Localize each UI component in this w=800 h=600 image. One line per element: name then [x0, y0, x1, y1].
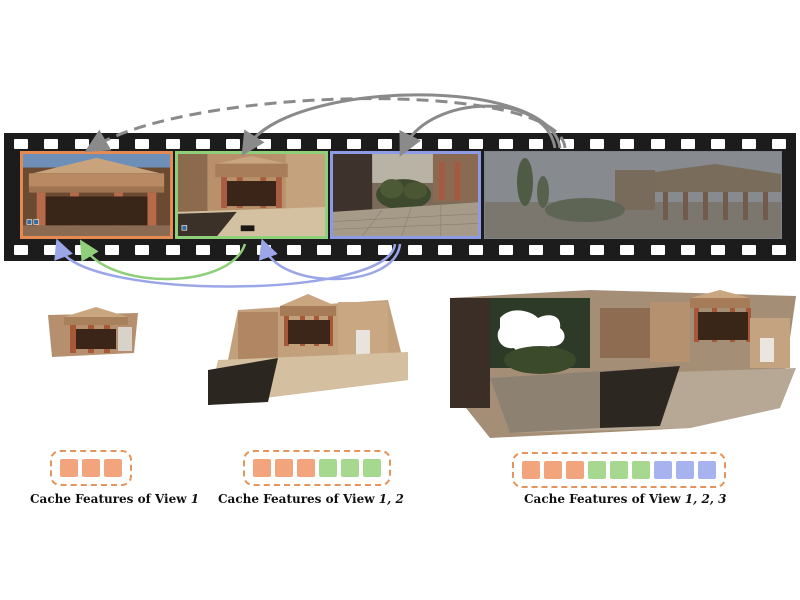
- view-3-image: [333, 154, 478, 236]
- caption-view-1: Cache Features of View 1: [30, 492, 230, 506]
- film-hole: [347, 139, 362, 149]
- film-hole: [468, 139, 483, 149]
- orange-feature-token: [544, 461, 562, 479]
- film-hole: [165, 139, 180, 149]
- orange-feature-token: [82, 459, 100, 477]
- film-hole: [135, 139, 150, 149]
- film-hole: [226, 245, 241, 255]
- film-hole: [408, 139, 423, 149]
- film-hole: [256, 139, 271, 149]
- caption-view-numbers: 1, 2, 3: [684, 492, 727, 506]
- film-hole: [620, 245, 635, 255]
- green-feature-token: [632, 461, 650, 479]
- film-hole: [104, 139, 119, 149]
- caption-view-number: 1: [190, 492, 200, 506]
- film-hole: [589, 245, 604, 255]
- film-hole: [438, 139, 453, 149]
- film-hole: [741, 139, 756, 149]
- green-feature-token: [588, 461, 606, 479]
- green-feature-token: [363, 459, 381, 477]
- view-1-frame: [20, 151, 173, 239]
- film-hole: [286, 139, 301, 149]
- film-hole: [44, 245, 59, 255]
- orange-feature-token: [297, 459, 315, 477]
- film-hole: [408, 245, 423, 255]
- blue-feature-token: [676, 461, 694, 479]
- film-hole: [650, 245, 665, 255]
- orange-feature-token: [275, 459, 293, 477]
- orange-feature-token: [253, 459, 271, 477]
- reconstruction-view-1-2-3: [450, 288, 796, 438]
- point-cloud-2: [208, 294, 408, 405]
- cache-features-view-1-2: [243, 450, 391, 486]
- film-hole: [165, 245, 180, 255]
- film-hole: [317, 139, 332, 149]
- film-hole: [104, 245, 119, 255]
- caption-view-numbers: 1, 2: [378, 492, 404, 506]
- caption-view-1-2: Cache Features of View 1, 2: [218, 492, 428, 506]
- view-1-image: [23, 154, 170, 236]
- film-hole: [468, 245, 483, 255]
- caption-prefix: Cache Features of View: [218, 492, 379, 506]
- film-hole: [438, 245, 453, 255]
- cache-features-view-1: [50, 450, 132, 486]
- film-hole: [14, 139, 28, 149]
- film-hole: [256, 245, 271, 255]
- film-hole: [650, 139, 665, 149]
- reconstruction-view-1-2: [208, 290, 418, 408]
- reconstruction-view-1: [38, 305, 148, 365]
- orange-feature-token: [566, 461, 584, 479]
- film-hole: [680, 245, 695, 255]
- film-hole: [226, 139, 241, 149]
- film-hole: [529, 139, 544, 149]
- film-hole: [195, 245, 210, 255]
- green-feature-token: [341, 459, 359, 477]
- green-feature-token: [319, 459, 337, 477]
- film-hole: [711, 139, 726, 149]
- film-perforations-top: [14, 139, 786, 149]
- caption-prefix: Cache Features of View: [30, 492, 191, 506]
- film-hole: [529, 245, 544, 255]
- film-hole: [499, 139, 513, 149]
- film-hole: [74, 245, 89, 255]
- film-hole: [317, 245, 332, 255]
- film-hole: [14, 245, 28, 255]
- blue-feature-token: [698, 461, 716, 479]
- film-hole: [377, 139, 392, 149]
- film-hole: [74, 139, 89, 149]
- caption-prefix: Cache Features of View: [524, 492, 685, 506]
- green-feature-token: [610, 461, 628, 479]
- cache-features-view-1-2-3: [512, 452, 726, 488]
- orange-feature-token: [104, 459, 122, 477]
- film-hole: [711, 245, 726, 255]
- blue-feature-token: [654, 461, 672, 479]
- film-hole: [135, 245, 150, 255]
- film-hole: [44, 139, 59, 149]
- film-hole: [499, 245, 513, 255]
- film-hole: [559, 139, 574, 149]
- orange-feature-token: [60, 459, 78, 477]
- view-4-image: [485, 152, 781, 238]
- view-4-frame: [484, 151, 782, 239]
- view-2-image: [178, 154, 325, 236]
- film-hole: [741, 245, 756, 255]
- film-hole: [559, 245, 574, 255]
- film-hole: [195, 139, 210, 149]
- film-hole: [589, 139, 604, 149]
- film-hole: [286, 245, 301, 255]
- film-hole: [620, 139, 635, 149]
- film-hole: [347, 245, 362, 255]
- orange-feature-token: [522, 461, 540, 479]
- view-3-frame: [330, 151, 481, 239]
- film-perforations-bottom: [14, 245, 786, 255]
- point-cloud-1: [48, 307, 138, 357]
- caption-view-1-2-3: Cache Features of View 1, 2, 3: [524, 492, 754, 506]
- film-hole: [377, 245, 392, 255]
- view-2-frame: [175, 151, 328, 239]
- film-hole: [771, 139, 786, 149]
- point-cloud-3: [450, 290, 796, 438]
- film-hole: [771, 245, 786, 255]
- film-hole: [680, 139, 695, 149]
